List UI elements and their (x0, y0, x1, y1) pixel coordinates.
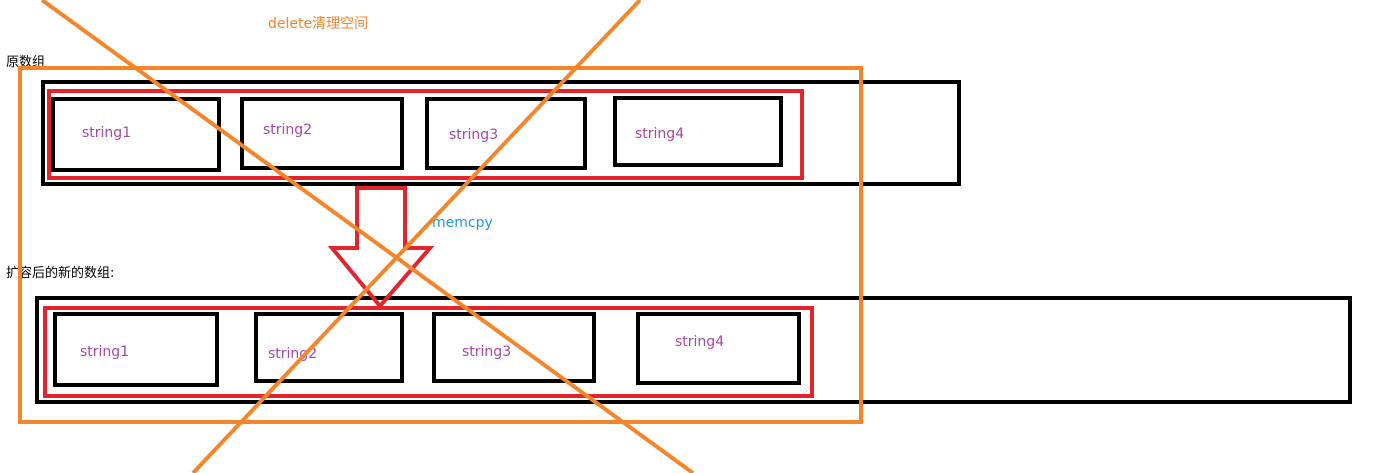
original-data-region (47, 89, 804, 180)
cell-label: string2 (268, 346, 318, 362)
cross-out-line-2 (191, 0, 642, 473)
expanded-array-label: 扩容后的新的数组: (6, 266, 115, 281)
cell-label: string2 (263, 122, 313, 138)
original-cell-3: string3 (425, 97, 587, 170)
delete-note-label: delete清理空间 (268, 16, 369, 32)
original-cell-1: string1 (51, 97, 221, 172)
new-array-box (35, 296, 1352, 404)
new-cell-3: string3 (432, 312, 596, 383)
deleted-region-box (18, 66, 863, 424)
new-cell-1: string1 (53, 312, 219, 387)
cell-label: string4 (675, 334, 725, 350)
new-cell-4: string4 (636, 312, 801, 385)
original-cell-2: string2 (240, 97, 404, 170)
new-cell-2: string2 (254, 312, 404, 383)
cell-label: string3 (449, 127, 499, 143)
original-array-box (41, 80, 961, 186)
cell-label: string3 (462, 344, 512, 360)
cell-label: string4 (635, 126, 685, 142)
memcpy-label: memcpy (432, 215, 493, 231)
cell-label: string1 (82, 125, 132, 141)
cross-out-line-1 (40, 0, 695, 473)
cell-label: string1 (80, 344, 130, 360)
new-data-region (43, 306, 814, 398)
original-cell-4: string4 (613, 96, 783, 167)
memcpy-arrow-icon (327, 186, 435, 310)
